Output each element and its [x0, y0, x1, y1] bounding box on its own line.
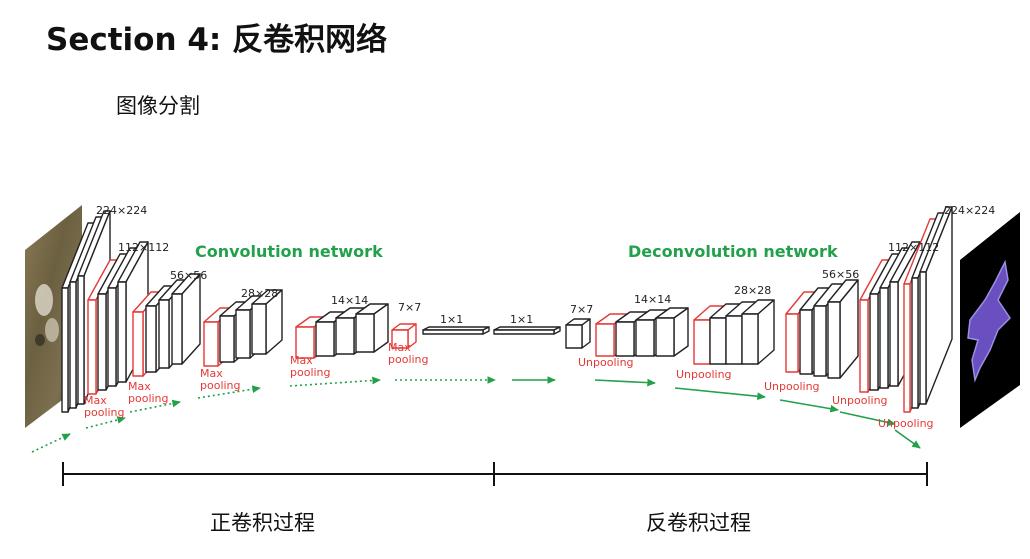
- encoder-label: Convolution network: [195, 242, 383, 261]
- encoder-flow-arrow-2: [129, 399, 181, 413]
- max-pooling-label-3-b: pooling: [290, 366, 331, 379]
- decoder-flow-arrow-4: [839, 411, 896, 427]
- flow-arrows: [31, 376, 921, 453]
- layer-labels: 224×224 112×112 56×56 28×28 14×14 7×7 1×1 1×1 7×…: [84, 204, 995, 430]
- encoder-layer-5-0: [391, 323, 417, 349]
- encoder-size-0: 224×224: [96, 204, 147, 217]
- encoder-flow-arrow-3: [197, 385, 261, 399]
- decoder-flow-arrow-2: [674, 387, 766, 401]
- layer-blocks: [61, 206, 953, 413]
- decoder-size-4: 56×56: [822, 268, 859, 281]
- decoder-flow-arrow-5: [894, 429, 921, 449]
- decoder-size-0: 1×1: [510, 313, 533, 326]
- max-pooling-label-2-b: pooling: [200, 379, 241, 392]
- decoder-fc-layer: [493, 326, 561, 335]
- encoder-fc-layer: [422, 326, 490, 335]
- section-subtitle: 图像分割: [116, 94, 200, 118]
- unpooling-label-1: Unpooling: [676, 368, 732, 381]
- encoder-size-4: 14×14: [331, 294, 368, 307]
- encoder-size-1: 112×112: [118, 241, 169, 254]
- decoder-size-2: 14×14: [634, 293, 671, 306]
- max-pooling-label-1-a: Max: [128, 380, 151, 393]
- unpooling-label-2: Unpooling: [764, 380, 820, 393]
- decoder-flow-arrow-1: [594, 378, 656, 387]
- decoder-label: Deconvolution network: [628, 242, 838, 261]
- decoder-layer-0-3: [655, 307, 689, 357]
- encoder-layer-3-3: [251, 289, 283, 355]
- output-mask: [960, 212, 1020, 428]
- decoder-layer-1-3: [741, 299, 775, 365]
- max-pooling-label-0-b: pooling: [84, 406, 125, 419]
- max-pooling-label-3-a: Max: [290, 354, 313, 367]
- encoder-flow-arrow-4: [289, 376, 381, 387]
- max-pooling-label-4-a: Max: [388, 341, 411, 354]
- encoder-layer-4-3: [355, 303, 389, 353]
- decoder-size-6: 224×224: [944, 204, 995, 217]
- unpooling-label-0: Unpooling: [578, 356, 634, 369]
- decoder-layer-4-2: [919, 206, 953, 405]
- encoder-flow-arrow-0: [31, 433, 71, 453]
- process-brackets: [62, 462, 928, 486]
- max-pooling-label-4-b: pooling: [388, 353, 429, 366]
- max-pooling-label-2-a: Max: [200, 367, 223, 380]
- decoder-layer-2-3: [827, 279, 859, 379]
- encoder-layer-2-3: [171, 273, 201, 365]
- encoder-size-5: 7×7: [398, 301, 421, 314]
- max-pooling-label-0-a: Max: [84, 394, 107, 407]
- max-pooling-label-1-b: pooling: [128, 392, 169, 405]
- decoder-size-1: 7×7: [570, 303, 593, 316]
- unpooling-label-3: Unpooling: [832, 394, 888, 407]
- encoder-size-6: 1×1: [440, 313, 463, 326]
- decoder-size-3: 28×28: [734, 284, 771, 297]
- decoder-7x7-layer: [565, 318, 591, 349]
- decoder-size-5: 112×112: [888, 241, 939, 254]
- encoder-size-3: 28×28: [241, 287, 278, 300]
- encoder-flow-arrow-1: [85, 416, 126, 429]
- unpooling-label-4: Unpooling: [878, 417, 934, 430]
- decoder-flow-arrow-3: [779, 399, 839, 413]
- page-title: Section 4: 反卷积网络: [46, 22, 388, 58]
- encoder-size-2: 56×56: [170, 269, 207, 282]
- backward-process-label: 反卷积过程: [646, 511, 751, 535]
- forward-process-label: 正卷积过程: [210, 511, 315, 535]
